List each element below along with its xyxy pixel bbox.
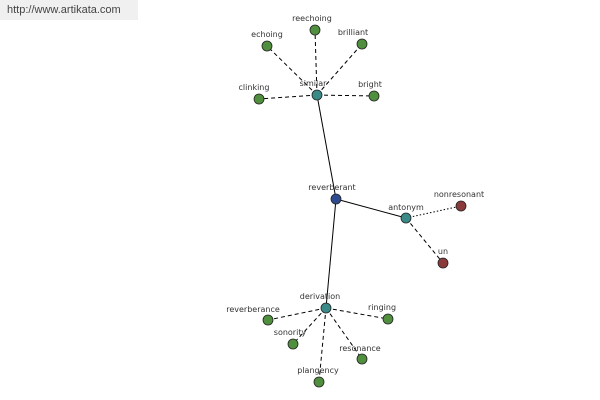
node-label-ringing[interactable]: ringing [368, 303, 396, 312]
node-sonority[interactable] [287, 338, 299, 350]
node-reverberant[interactable] [330, 193, 342, 205]
edge-reverberant-antonym [335, 198, 407, 219]
node-label-sonority[interactable]: sonority [274, 328, 307, 337]
node-label-reverberant[interactable]: reverberant [308, 183, 355, 192]
node-brilliant[interactable] [356, 38, 368, 50]
edge-similar-bright [316, 94, 375, 97]
node-label-derivation[interactable]: derivation [300, 292, 340, 301]
node-reechoing[interactable] [309, 24, 321, 36]
node-similar[interactable] [311, 89, 323, 101]
node-label-nonresonant[interactable]: nonresonant [434, 190, 484, 199]
edge-reverberant-derivation [325, 198, 337, 309]
node-echoing[interactable] [261, 40, 273, 52]
node-label-brilliant[interactable]: brilliant [338, 28, 368, 37]
node-label-clinking[interactable]: clinking [239, 83, 270, 92]
edge-similar-brilliant [316, 43, 363, 96]
node-layer [253, 24, 467, 388]
node-antonym[interactable] [400, 212, 412, 224]
node-resonance[interactable] [356, 353, 368, 365]
edge-reverberant-similar [316, 94, 337, 200]
node-label-similar[interactable]: similar [300, 79, 328, 88]
node-label-reverberance[interactable]: reverberance [226, 305, 280, 314]
edge-antonym-un [405, 217, 444, 264]
edge-derivation-resonance [325, 307, 363, 360]
node-label-resonance[interactable]: resonance [339, 344, 381, 353]
node-un[interactable] [437, 257, 449, 269]
edge-antonym-nonresonant [405, 205, 462, 219]
node-plangency[interactable] [313, 376, 325, 388]
node-derivation[interactable] [320, 302, 332, 314]
edge-derivation-reverberance [267, 307, 327, 321]
edge-similar-clinking [258, 94, 318, 100]
node-nonresonant[interactable] [455, 200, 467, 212]
node-clinking[interactable] [253, 93, 265, 105]
node-label-reechoing[interactable]: reechoing [292, 14, 332, 23]
edge-derivation-plangency [318, 307, 327, 383]
node-reverberance[interactable] [262, 314, 274, 326]
node-label-echoing[interactable]: echoing [251, 30, 283, 39]
edge-layer [258, 29, 462, 383]
edge-similar-reechoing [314, 29, 318, 96]
edge-derivation-ringing [325, 307, 389, 320]
edge-similar-echoing [266, 45, 318, 96]
node-label-plangency[interactable]: plangency [297, 366, 339, 375]
node-ringing[interactable] [382, 313, 394, 325]
node-label-bright[interactable]: bright [358, 80, 382, 89]
node-label-antonym[interactable]: antonym [388, 203, 424, 212]
label-layer: reverberant similar antonym derivation echoi… [226, 14, 484, 375]
edge-derivation-sonority [292, 307, 327, 345]
site-watermark: http://www.artikata.com [0, 0, 138, 20]
node-bright[interactable] [368, 90, 380, 102]
node-label-un[interactable]: un [438, 247, 448, 256]
